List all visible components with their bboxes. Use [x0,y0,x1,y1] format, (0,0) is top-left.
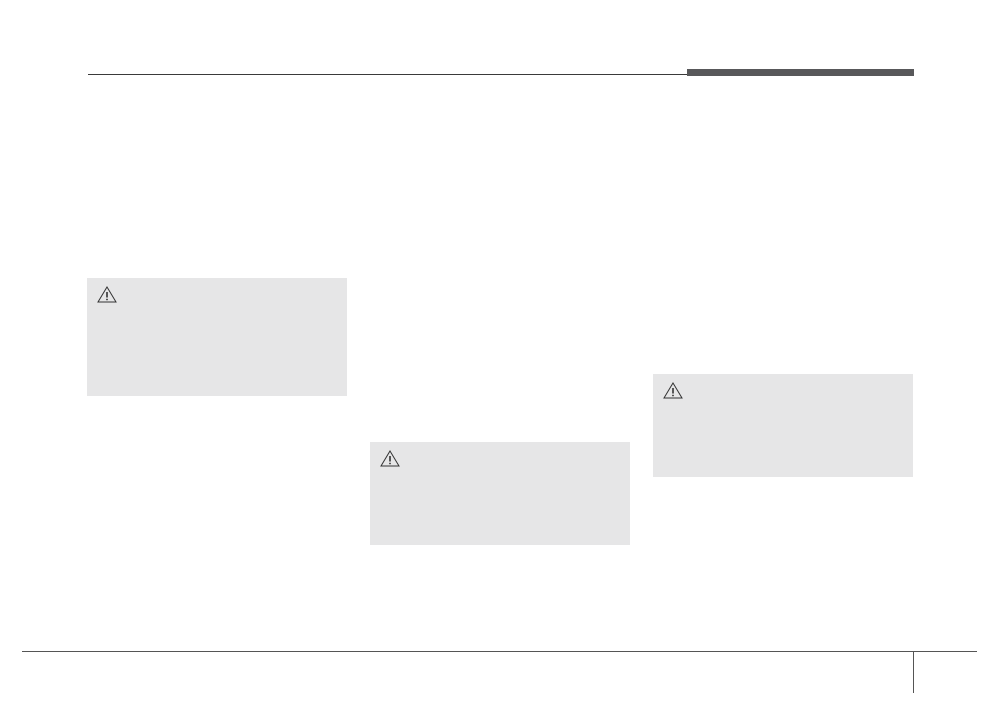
footer-page-divider [913,651,914,693]
footer-rule [22,651,977,652]
warning-triangle-icon [97,286,117,303]
warning-triangle-icon [380,450,400,467]
warning-box-2 [370,442,630,545]
header-tab [687,69,914,76]
warning-box-1 [87,278,347,396]
warning-triangle-icon [663,382,683,399]
header-rule [88,74,914,75]
warning-box-3 [653,374,913,477]
